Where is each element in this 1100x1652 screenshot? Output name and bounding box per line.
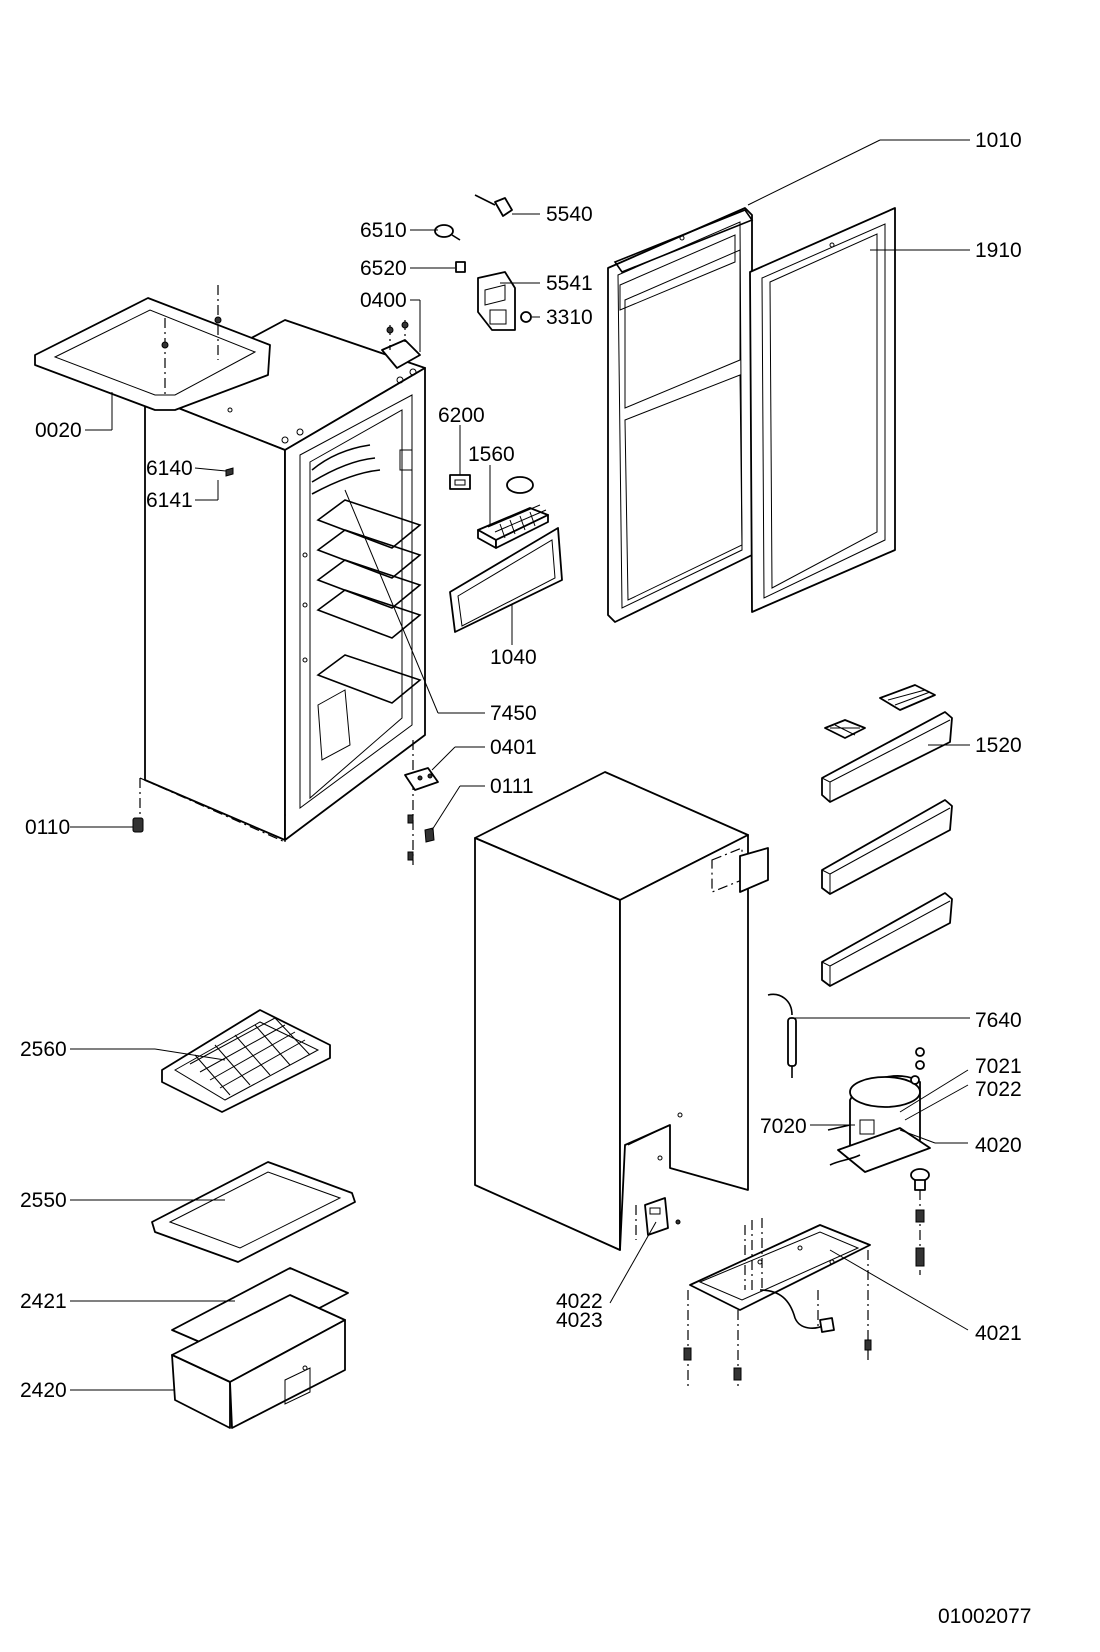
label-0400: 0400	[360, 289, 407, 312]
label-0020: 0020	[35, 419, 82, 442]
leader-lines	[70, 139, 970, 1391]
label-5541: 5541	[546, 272, 593, 295]
label-4020: 4020	[975, 1134, 1022, 1157]
label-7450: 7450	[490, 702, 537, 725]
label-1910: 1910	[975, 239, 1022, 262]
label-1010: 1010	[975, 129, 1022, 152]
glass-shelf-frame	[151, 1161, 356, 1263]
relay-box	[635, 1197, 681, 1240]
label-7021: 7021	[975, 1055, 1022, 1078]
label-2421: 2421	[20, 1290, 67, 1313]
drawing-number: 01002077	[938, 1605, 1031, 1628]
label-0401: 0401	[490, 736, 537, 759]
label-1040: 1040	[490, 646, 537, 669]
label-7640: 7640	[975, 1009, 1022, 1032]
label-3310: 3310	[546, 306, 593, 329]
label-6520: 6520	[360, 257, 407, 280]
label-6200: 6200	[438, 404, 485, 427]
crisper-box	[171, 1294, 346, 1429]
small-clip	[225, 467, 234, 477]
door	[607, 207, 754, 623]
cabinet-upper	[144, 319, 426, 841]
door-gasket	[749, 207, 896, 613]
foot-assembly	[132, 777, 286, 843]
label-0111: 0111	[490, 775, 534, 798]
base-plate	[683, 1218, 872, 1390]
label-1520: 1520	[975, 734, 1022, 757]
label-4021: 4021	[975, 1322, 1022, 1345]
label-4023: 4023	[556, 1309, 603, 1332]
label-6140: 6140	[146, 457, 193, 480]
part-labels: 1010 5540 1910 6510 6520 5541 0400 3310 …	[20, 129, 1022, 1402]
label-2560: 2560	[20, 1038, 67, 1061]
ice-cube-tray	[161, 1009, 331, 1113]
thermostat-parts	[381, 194, 532, 369]
label-6510: 6510	[360, 219, 407, 242]
compressor	[827, 1047, 931, 1275]
outer-housing	[474, 771, 769, 1251]
label-4022: 4022	[556, 1290, 603, 1313]
lower-hinge	[404, 740, 439, 865]
label-6141: 6141	[146, 489, 193, 512]
label-7020: 7020	[760, 1115, 807, 1138]
filter-drier	[767, 993, 797, 1078]
door-shelves	[821, 684, 953, 987]
label-2550: 2550	[20, 1189, 67, 1212]
freezer-compartment-parts	[449, 474, 563, 633]
label-1560: 1560	[468, 443, 515, 466]
top-cover-panel	[34, 285, 271, 411]
label-2420: 2420	[20, 1379, 67, 1402]
label-7022: 7022	[975, 1078, 1022, 1101]
label-5540: 5540	[546, 203, 593, 226]
label-0110: 0110	[25, 816, 70, 839]
